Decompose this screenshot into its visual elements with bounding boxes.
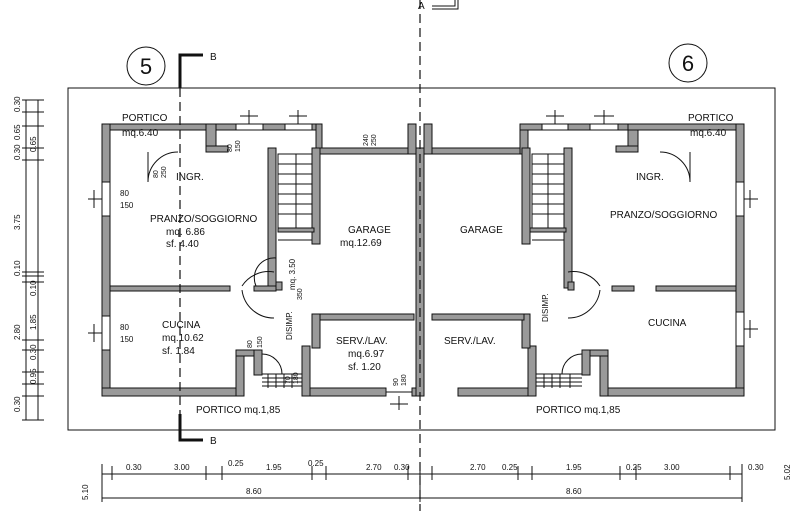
svg-text:5.10: 5.10 (81, 484, 90, 500)
section-mark-a: A (418, 0, 459, 12)
svg-text:80: 80 (120, 189, 129, 198)
svg-text:0.30: 0.30 (13, 144, 22, 160)
svg-text:PRANZO/SOGGIORNO: PRANZO/SOGGIORNO (150, 214, 257, 225)
svg-text:PORTICO mq.1,85: PORTICO mq.1,85 (196, 405, 281, 416)
unit-marker-5: 5 (126, 46, 166, 86)
svg-text:0.10: 0.10 (29, 280, 38, 296)
svg-text:70: 70 (285, 376, 292, 384)
svg-text:240: 240 (363, 134, 370, 146)
svg-text:150: 150 (120, 201, 134, 210)
windows (88, 110, 758, 410)
svg-text:250: 250 (371, 134, 378, 146)
svg-text:2.70: 2.70 (366, 463, 382, 472)
svg-text:5: 5 (140, 54, 152, 79)
svg-text:0.25: 0.25 (228, 459, 244, 468)
svg-text:0.10: 0.10 (13, 260, 22, 276)
svg-text:3.75: 3.75 (13, 214, 22, 230)
svg-text:DISIMP.: DISIMP. (285, 311, 294, 340)
svg-text:mq.6.97: mq.6.97 (348, 349, 385, 360)
svg-text:0.25: 0.25 (502, 463, 518, 472)
staircase-right (531, 153, 565, 241)
svg-text:250: 250 (161, 166, 168, 178)
svg-text:0.30: 0.30 (13, 96, 22, 112)
svg-text:3.00: 3.00 (174, 463, 190, 472)
svg-text:150: 150 (235, 140, 242, 152)
lot-outline (67, 87, 776, 431)
svg-text:0.65: 0.65 (13, 124, 22, 140)
svg-text:2.80: 2.80 (13, 324, 22, 340)
svg-text:CUCINA: CUCINA (648, 318, 687, 329)
svg-text:0.25: 0.25 (308, 459, 324, 468)
svg-text:80: 80 (227, 144, 234, 152)
dimension-chain-left: 0.30 0.65 0.30 0.65 3.75 0.10 0.10 1.85 … (13, 96, 44, 421)
svg-text:mq.12.69: mq.12.69 (340, 238, 382, 249)
porch-hatch (262, 373, 582, 388)
section-mark-b-bottom: B (178, 414, 217, 447)
svg-text:mq. 3.50: mq. 3.50 (288, 258, 297, 290)
svg-text:sf. 1.20: sf. 1.20 (348, 362, 381, 373)
staircase-left (277, 153, 313, 241)
svg-text:sf. 1.84: sf. 1.84 (162, 346, 195, 357)
svg-text:1.95: 1.95 (566, 463, 582, 472)
svg-text:80: 80 (153, 170, 160, 178)
svg-text:0.95: 0.95 (29, 368, 38, 384)
svg-text:GARAGE: GARAGE (348, 225, 391, 236)
svg-text:INGR.: INGR. (176, 172, 204, 183)
svg-text:A: A (418, 1, 425, 12)
svg-text:PORTICO mq.1,85: PORTICO mq.1,85 (536, 405, 621, 416)
svg-text:0.30: 0.30 (748, 463, 764, 472)
svg-text:180: 180 (293, 372, 300, 384)
door-swings (147, 151, 691, 375)
svg-text:mq.6.40: mq.6.40 (122, 128, 159, 139)
svg-text:0.65: 0.65 (29, 136, 38, 152)
svg-text:90: 90 (393, 378, 400, 386)
svg-text:0.30: 0.30 (394, 463, 410, 472)
svg-text:CUCINA: CUCINA (162, 320, 201, 331)
svg-text:180: 180 (401, 374, 408, 386)
svg-text:6: 6 (682, 51, 694, 76)
svg-text:sf. 4.40: sf. 4.40 (166, 239, 199, 250)
svg-text:B: B (210, 52, 217, 63)
svg-text:INGR.: INGR. (636, 172, 664, 183)
svg-text:1.85: 1.85 (29, 314, 38, 330)
svg-text:GARAGE: GARAGE (460, 225, 503, 236)
dimension-chain-bottom: 0.30 3.00 0.25 1.95 0.25 2.70 0.30 2.70 … (81, 459, 792, 502)
section-mark-b-top: B (178, 52, 217, 88)
svg-text:0.30: 0.30 (29, 344, 38, 360)
svg-text:mq. 6.86: mq. 6.86 (166, 227, 205, 238)
svg-text:0.25: 0.25 (626, 463, 642, 472)
svg-text:150: 150 (120, 335, 134, 344)
svg-text:350: 350 (297, 288, 304, 300)
svg-text:0.30: 0.30 (126, 463, 142, 472)
svg-text:PORTICO: PORTICO (122, 113, 168, 124)
room-labels-left-unit: PORTICO mq.6.40 INGR. PRANZO/SOGGIORNO m… (122, 113, 391, 416)
svg-text:3.00: 3.00 (664, 463, 680, 472)
svg-text:0.30: 0.30 (13, 396, 22, 412)
opening-labels: 80 150 80 150 80 150 80 250 240 250 350 … (120, 134, 408, 386)
unit-marker-6: 6 (668, 43, 708, 83)
svg-text:80: 80 (247, 340, 254, 348)
walls-right-unit (423, 123, 745, 397)
svg-text:SERV./LAV.: SERV./LAV. (444, 336, 496, 347)
svg-text:150: 150 (257, 336, 264, 348)
room-labels-right-unit: PORTICO mq.6.40 INGR. PRANZO/SOGGIORNO G… (444, 113, 734, 416)
svg-text:PRANZO/SOGGIORNO: PRANZO/SOGGIORNO (610, 210, 717, 221)
svg-text:SERV./LAV.: SERV./LAV. (336, 336, 388, 347)
svg-text:5.02: 5.02 (783, 464, 792, 480)
svg-text:1.95: 1.95 (266, 463, 282, 472)
svg-text:8.60: 8.60 (566, 487, 582, 496)
svg-text:2.70: 2.70 (470, 463, 486, 472)
svg-text:mq.6.40: mq.6.40 (690, 128, 727, 139)
svg-text:mq.10.62: mq.10.62 (162, 333, 204, 344)
svg-text:8.60: 8.60 (246, 487, 262, 496)
svg-text:DISIMP.: DISIMP. (541, 293, 550, 322)
svg-text:B: B (210, 436, 217, 447)
svg-text:80: 80 (120, 323, 129, 332)
svg-text:PORTICO: PORTICO (688, 113, 734, 124)
